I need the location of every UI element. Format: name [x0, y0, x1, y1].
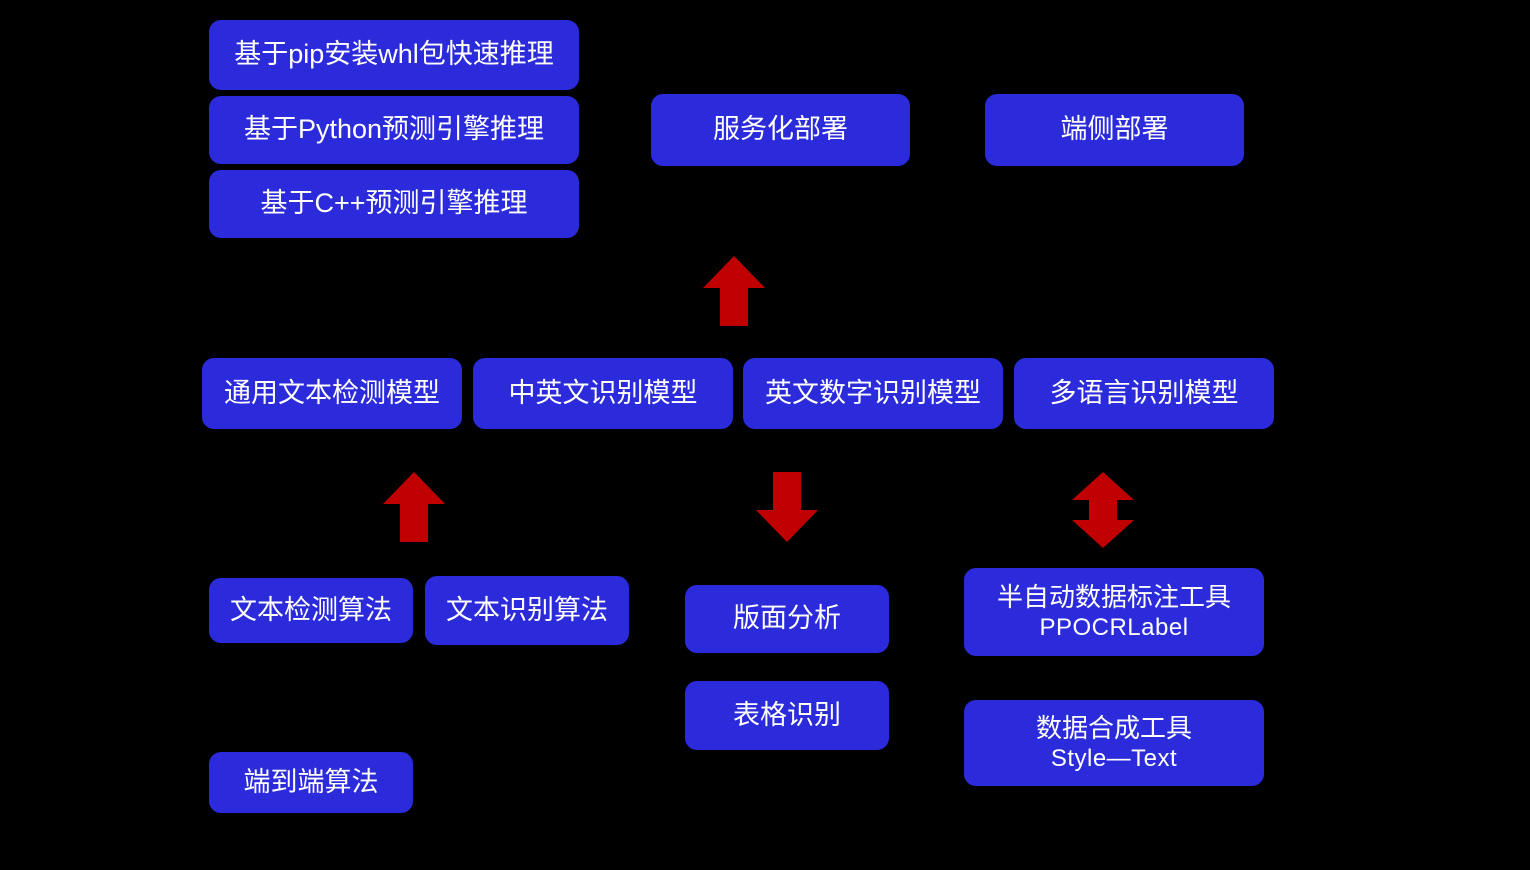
node-edge-deploy[interactable]: 端侧部署 — [985, 94, 1244, 166]
node-table-rec[interactable]: 表格识别 — [685, 681, 889, 750]
node-rec-algo[interactable]: 文本识别算法 — [425, 576, 629, 645]
up-down-arrow-icon — [1072, 472, 1134, 548]
node-label: 多语言识别模型 — [1049, 377, 1239, 408]
node-e2e-algo[interactable]: 端到端算法 — [209, 752, 413, 813]
node-en-digit-rec[interactable]: 英文数字识别模型 — [743, 358, 1003, 429]
node-label: 文本检测算法 — [230, 594, 392, 625]
node-label: 端到端算法 — [243, 766, 379, 797]
node-label: 半自动数据标注工具 — [996, 582, 1231, 612]
node-label: 基于C++预测引擎推理 — [260, 188, 528, 219]
down-arrow-icon — [756, 472, 818, 542]
node-label: 基于Python预测引擎推理 — [243, 114, 545, 145]
node-service-deploy[interactable]: 服务化部署 — [651, 94, 910, 166]
node-cpp-infer[interactable]: 基于C++预测引擎推理 — [209, 170, 579, 238]
node-sublabel: PPOCRLabel — [1039, 613, 1189, 641]
node-zh-en-rec[interactable]: 中英文识别模型 — [473, 358, 733, 429]
node-layout-analysis[interactable]: 版面分析 — [685, 585, 889, 653]
node-label: 基于pip安装whl包快速推理 — [234, 39, 554, 70]
up-arrow-icon — [703, 256, 765, 326]
node-label: 文本识别算法 — [446, 594, 608, 625]
node-label: 中英文识别模型 — [508, 377, 698, 408]
arrow-models-to-layout — [756, 472, 818, 542]
arrow-models-to-deploy — [703, 256, 765, 326]
node-det-algo[interactable]: 文本检测算法 — [209, 578, 413, 643]
node-label: 通用文本检测模型 — [224, 377, 440, 408]
node-label: 端侧部署 — [1060, 114, 1169, 145]
node-style-text[interactable]: 数据合成工具 Style—Text — [964, 700, 1264, 786]
node-label: 版面分析 — [733, 603, 841, 634]
node-ppocrlabel[interactable]: 半自动数据标注工具 PPOCRLabel — [964, 568, 1264, 656]
node-multilang-rec[interactable]: 多语言识别模型 — [1014, 358, 1274, 429]
node-label: 英文数字识别模型 — [765, 377, 981, 408]
arrow-algos-to-models — [383, 472, 445, 542]
node-sublabel: Style—Text — [1050, 744, 1178, 772]
up-arrow-icon — [383, 472, 445, 542]
arrow-models-tools — [1072, 472, 1134, 548]
node-label: 表格识别 — [733, 699, 841, 730]
node-label: 数据合成工具 — [1035, 713, 1192, 743]
node-pip-infer[interactable]: 基于pip安装whl包快速推理 — [209, 20, 579, 90]
node-label: 服务化部署 — [713, 114, 848, 145]
node-python-infer[interactable]: 基于Python预测引擎推理 — [209, 96, 579, 164]
node-general-det[interactable]: 通用文本检测模型 — [202, 358, 462, 429]
